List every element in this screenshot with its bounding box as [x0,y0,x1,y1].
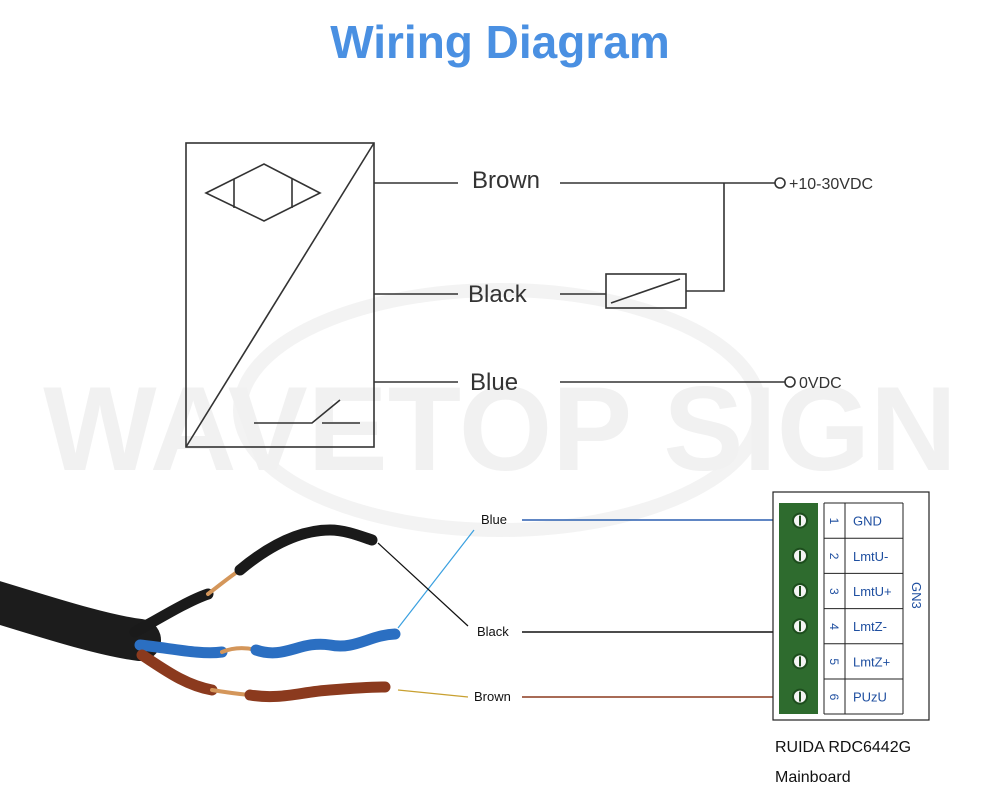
pin-name: PUzU [853,690,887,705]
connector-name: GN3 [909,582,924,609]
schematic-label-brown: Brown [472,167,540,194]
sensor-diagonal [185,142,375,448]
cable-label-blue: Blue [481,512,507,527]
sensor-cable [0,524,401,703]
terminal-strip [779,503,818,714]
pin-number: 1 [827,518,841,525]
proximity-symbol-icon [204,163,322,222]
pin-name: LmtZ- [853,619,887,634]
pin-name: LmtU+ [853,584,892,599]
sensor-body [185,142,375,448]
pin-number: 6 [827,694,841,701]
watermark: WAVETOP SIGN [43,283,957,537]
cable-black-core [129,588,214,638]
supply-zero-label: 0VDC [799,375,842,392]
connection-lines [377,519,792,698]
switch-contact-icon [254,399,341,424]
cable-blue-core [134,639,228,659]
pin-number: 2 [827,553,841,560]
positive-terminal [774,177,786,189]
pin-name: LmtU- [853,549,888,564]
copper-strand-brown [210,688,252,697]
pin-number: 3 [827,588,841,595]
cable-brown-core [136,649,218,696]
cable-label-brown: Brown [474,689,511,704]
watermark-text: WAVETOP SIGN [43,362,957,496]
pin-name: GND [853,514,882,529]
cable-label-black: Black [477,624,509,639]
schematic-label-blue: Blue [470,369,518,396]
schematic-label-black: Black [468,281,528,308]
copper-strand-black [206,568,242,596]
sensor-schematic [185,142,796,448]
page-title: Wiring Diagram [330,16,670,68]
pin-number: 4 [827,623,841,630]
zero-terminal [784,376,796,388]
pin-number: 5 [827,658,841,665]
board-caption-line1: RUIDA RDC6442G [775,739,911,756]
board-caption-line2: Mainboard [775,769,851,786]
pin-name: LmtZ+ [853,654,890,669]
gn3-connector: 1 GND 2 LmtU- 3 LmtU+ 4 LmtZ- 5 LmtZ+ 6 PUzU GN3 [772,491,930,721]
supply-positive-label: +10-30VDC [789,176,873,193]
